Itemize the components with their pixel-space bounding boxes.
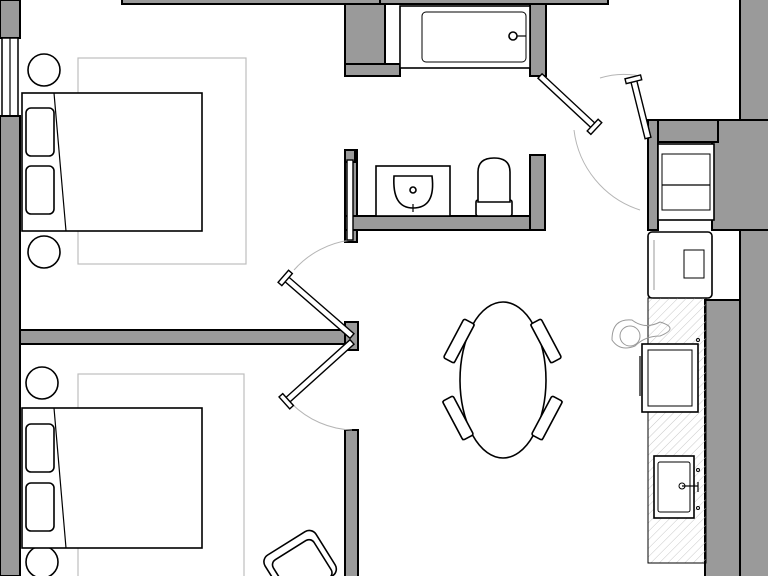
wall-right-lower [739, 229, 768, 576]
bedroom-top [21, 53, 247, 269]
armchair[interactable] [261, 527, 339, 576]
wc-room [344, 149, 513, 241]
door-bathroom[interactable] [535, 70, 603, 136]
dining [441, 301, 564, 459]
wall-right-top [739, 0, 768, 121]
wall-top-mid [379, 0, 609, 5]
pillow-top-1 [25, 107, 55, 157]
wall-bath-left-lower [344, 63, 401, 77]
nightstand-lamp-bottom-2 [25, 545, 59, 576]
dining-table[interactable] [459, 301, 547, 459]
dining-chair-4[interactable] [531, 395, 564, 441]
toilet[interactable] [475, 157, 513, 217]
bedroom-bottom [21, 366, 339, 576]
pillow-bottom-2 [25, 482, 55, 532]
bathtub-basin [421, 11, 527, 63]
kitchen-counter [647, 297, 707, 564]
wall-kitchen-back [704, 299, 741, 576]
dining-chair-1[interactable] [443, 318, 476, 364]
pillow-bottom-1 [25, 423, 55, 473]
wall-left-top [0, 0, 21, 39]
nightstand-lamp-bottom-1 [25, 366, 59, 400]
wall-bath-right [529, 3, 547, 77]
pillow-top-2 [25, 165, 55, 215]
dining-chair-3[interactable] [441, 395, 474, 441]
bathroom [399, 5, 656, 211]
tub-drain-icon [508, 31, 518, 41]
door-wc[interactable] [346, 159, 354, 241]
kitchen [611, 143, 715, 564]
wall-wc-right [529, 154, 546, 231]
nightstand-lamp-top-2 [27, 235, 61, 269]
range-hood-outline [611, 319, 671, 349]
door-bedroom-top[interactable] [277, 269, 357, 342]
wall-right-mid [711, 119, 768, 231]
nightstand-lamp-top-1 [27, 53, 61, 87]
wall-bedroom-divider [19, 329, 351, 345]
bedroom-doors [277, 239, 357, 431]
wall-left-main [0, 115, 21, 576]
dining-chair-2[interactable] [529, 318, 562, 364]
wall-wc-bottom [344, 215, 546, 231]
wall-bedroom-right-lower [344, 429, 359, 576]
door-entry[interactable] [624, 74, 656, 140]
door-bedroom-bottom[interactable] [278, 336, 357, 410]
sink-drain-icon [409, 186, 417, 194]
wall-top-left [121, 0, 381, 5]
